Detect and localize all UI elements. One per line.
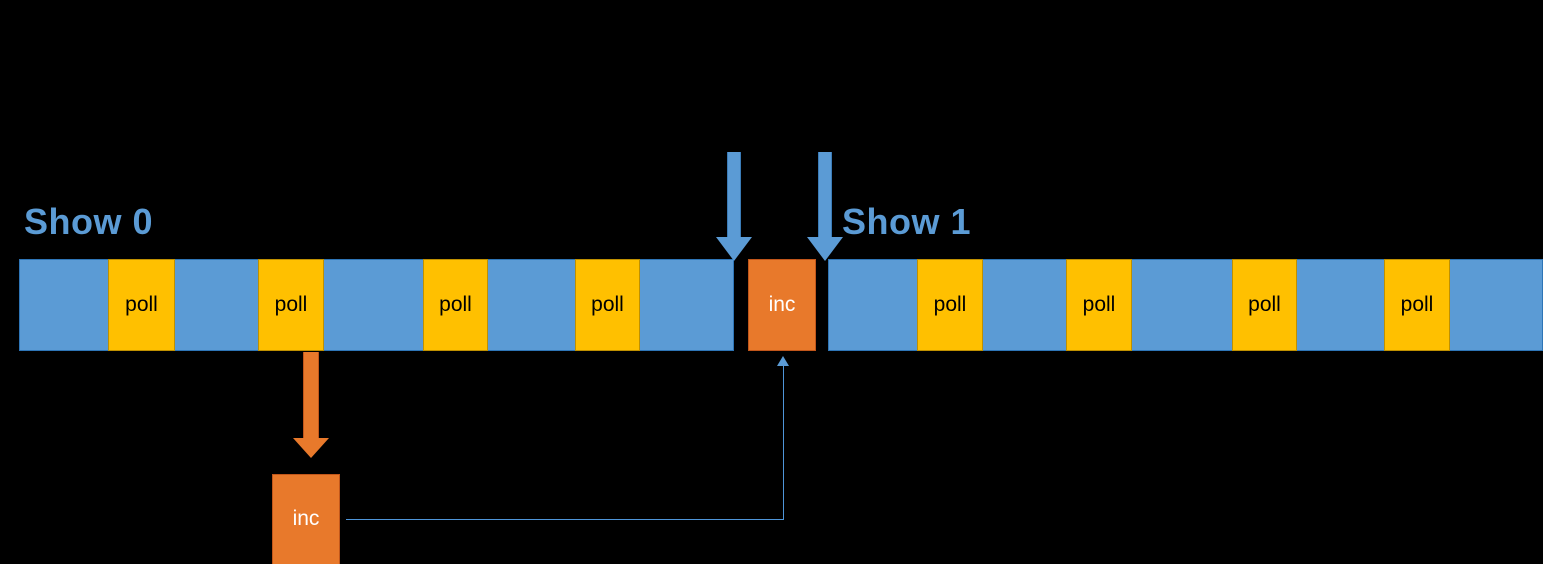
arrow-shaft [727, 152, 741, 237]
poll-label: poll [933, 293, 967, 316]
show-1-label: Show 1 [842, 201, 972, 242]
poll-label: poll [274, 293, 308, 316]
timeline-1-poll-2[interactable]: poll [1066, 259, 1132, 351]
result-connector-vertical [783, 366, 784, 520]
poll-label: poll [439, 293, 472, 316]
inc-label: inc [292, 507, 320, 530]
vsync-down-arrow-1 [716, 152, 752, 261]
poll-label: poll [1248, 293, 1281, 316]
arrow-shaft [818, 152, 832, 237]
timeline-inc-frame[interactable]: inc [748, 259, 816, 351]
dispatch-down-arrow [293, 352, 329, 458]
poll-label: poll [1082, 293, 1116, 316]
vsync-down-arrow-2 [807, 152, 843, 261]
timeline-1-poll-4[interactable]: poll [1384, 259, 1450, 351]
show-0-label: Show 0 [24, 201, 154, 242]
timeline-0-poll-3[interactable]: poll [423, 259, 488, 351]
poll-label: poll [1400, 293, 1434, 316]
detached-inc-box[interactable]: inc [272, 474, 340, 564]
poll-label: poll [125, 293, 158, 316]
inc-label: inc [768, 293, 796, 316]
arrow-head-icon [293, 438, 329, 458]
arrow-head-icon [807, 237, 843, 261]
arrow-shaft [303, 352, 319, 440]
timeline-0-poll-2[interactable]: poll [258, 259, 324, 351]
result-connector-horizontal [346, 519, 784, 520]
timeline-0-poll-1[interactable]: poll [108, 259, 175, 351]
timeline-1-poll-1[interactable]: poll [917, 259, 983, 351]
result-connector-arrow-head-icon [777, 356, 789, 366]
arrow-head-icon [716, 237, 752, 261]
poll-label: poll [591, 293, 624, 316]
timeline-1-poll-3[interactable]: poll [1232, 259, 1297, 351]
timeline-0-poll-4[interactable]: poll [575, 259, 640, 351]
